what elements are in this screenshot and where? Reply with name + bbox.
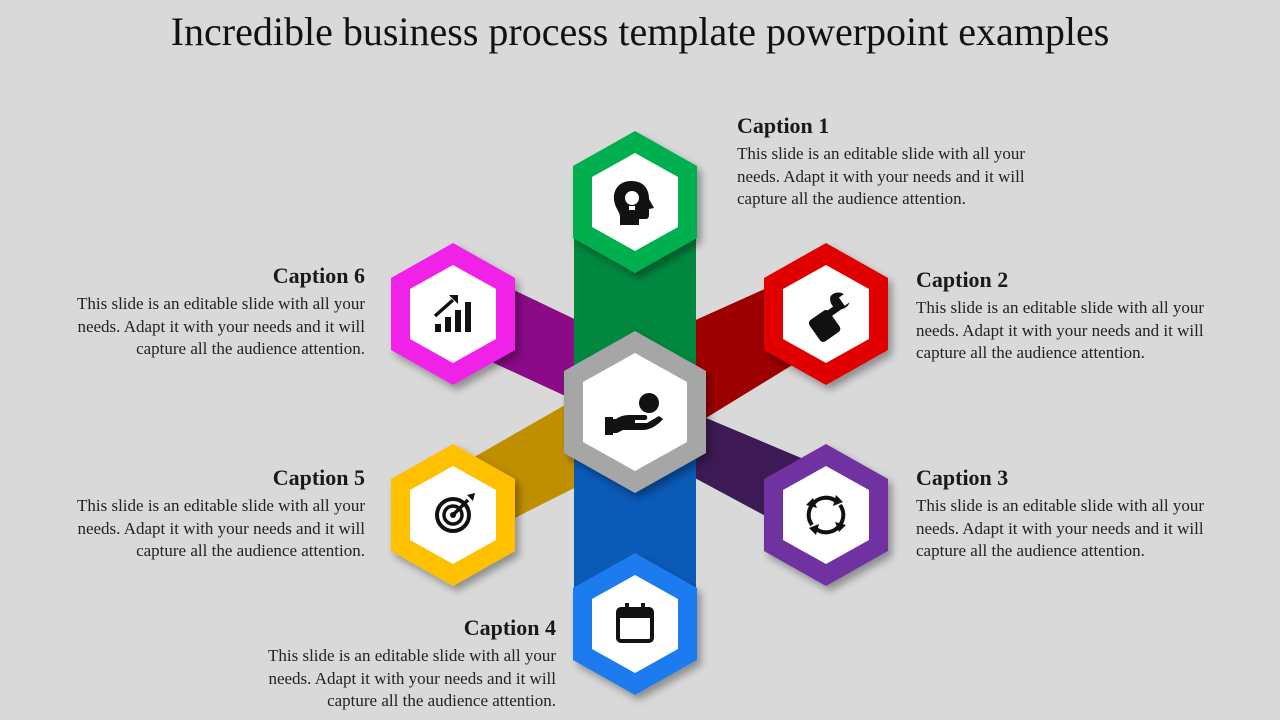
page-title: Incredible business process template pow… [170, 9, 1110, 54]
hex-caption-4 [573, 553, 697, 695]
caption-1-title: Caption 1 [737, 113, 830, 138]
caption-3: Caption 3 This slide is an editable slid… [916, 465, 1246, 563]
caption-6-title: Caption 6 [272, 263, 365, 288]
head-idea-icon [613, 181, 654, 225]
caption-5-text: This slide is an editable slide with all… [76, 496, 365, 560]
caption-2-text: This slide is an editable slide with all… [916, 298, 1205, 362]
target-icon [435, 493, 475, 533]
caption-6-text: This slide is an editable slide with all… [76, 294, 365, 358]
caption-3-title: Caption 3 [916, 465, 1009, 490]
hex-center [564, 331, 706, 493]
caption-4-title: Caption 4 [463, 615, 556, 640]
caption-4-text: This slide is an editable slide with all… [267, 646, 556, 710]
caption-1: Caption 1 This slide is an editable slid… [737, 113, 1067, 211]
refresh-cycle-icon [806, 495, 846, 535]
tools-icon [808, 292, 850, 342]
calendar-icon [616, 603, 654, 643]
growth-chart-icon [433, 295, 471, 332]
caption-3-text: This slide is an editable slide with all… [916, 496, 1205, 560]
caption-2: Caption 2 This slide is an editable slid… [916, 267, 1246, 365]
caption-1-text: This slide is an editable slide with all… [737, 144, 1026, 208]
caption-6: Caption 6 This slide is an editable slid… [35, 263, 365, 361]
caption-5: Caption 5 This slide is an editable slid… [35, 465, 365, 563]
caption-2-title: Caption 2 [916, 267, 1009, 292]
hex-caption-3 [764, 444, 888, 586]
caption-5-title: Caption 5 [272, 465, 365, 490]
hand-ball-icon [605, 393, 663, 435]
caption-4: Caption 4 This slide is an editable slid… [226, 615, 556, 713]
hex-caption-6 [391, 243, 515, 385]
